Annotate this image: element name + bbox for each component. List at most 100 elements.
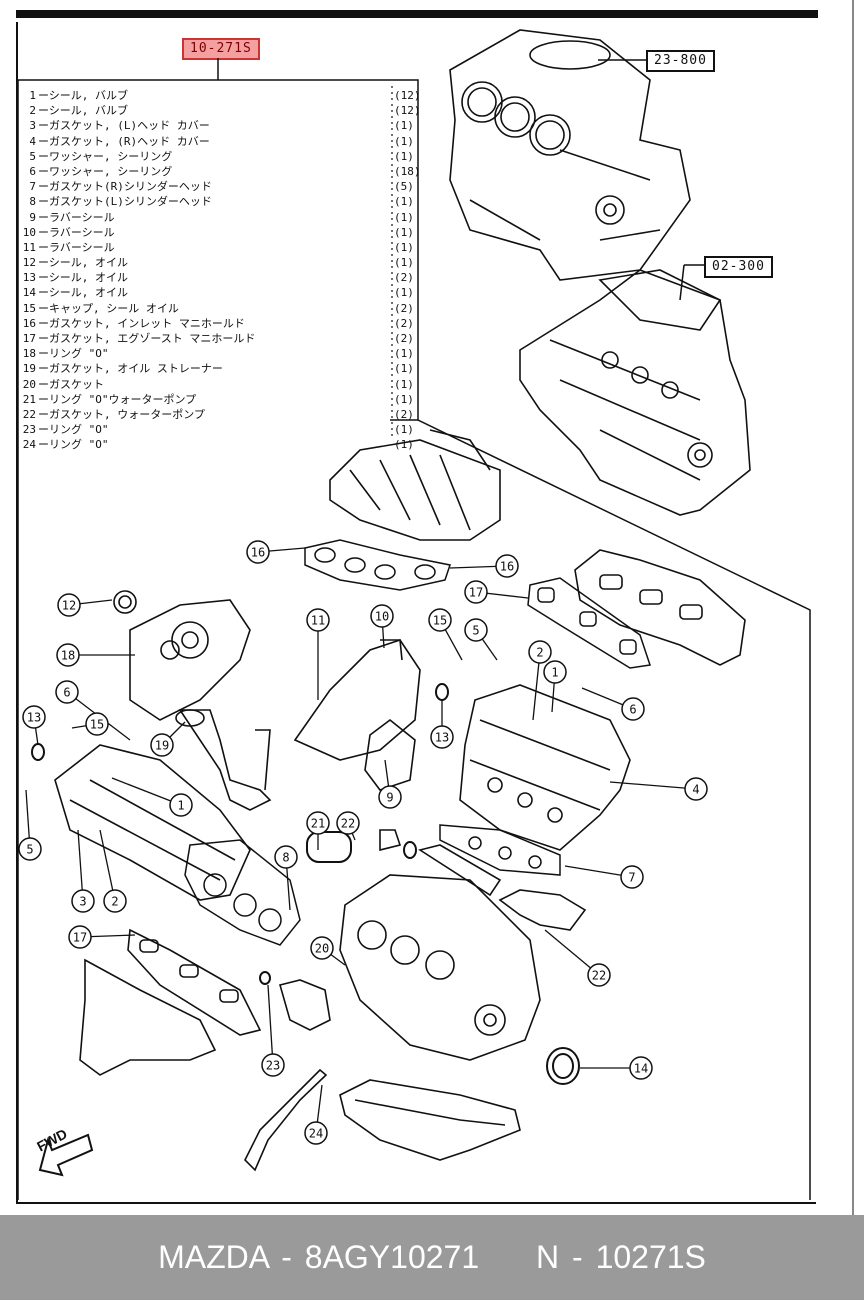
callout-circle[interactable] [629,1056,653,1080]
part-number: 15 [22,301,36,315]
intake-manifold-drawing [329,429,501,541]
part-number: 7 [29,180,36,194]
callout-circle[interactable] [85,712,109,736]
part-number: 5 [29,149,36,163]
part-name: ーキャップ, シール オイル [38,301,179,315]
callout-circle[interactable] [71,889,95,913]
part-name: ーワッシャー, シーリング [38,149,173,163]
part-number: 14 [22,286,36,300]
callout-circle[interactable] [150,733,174,757]
intake-gasket-drawing [304,539,451,591]
callout-circle[interactable] [57,593,81,617]
engine-block-ref-label[interactable]: 23-800 [646,50,715,72]
callout-number: 13 [435,731,449,745]
callout-circle[interactable] [306,608,330,632]
callout-circle[interactable] [430,725,454,749]
callout-number: 14 [634,1062,648,1076]
engine-assembly-ref-label[interactable]: 02-300 [704,256,773,278]
part-quantity: (1) [394,134,414,148]
callout-circle[interactable] [22,705,46,729]
callout-number: 12 [62,599,76,613]
part-name: ーラバーシール [38,210,115,224]
callout-circle[interactable] [103,889,127,913]
callout-circle[interactable] [336,811,360,835]
part-quantity: (1) [394,256,414,270]
callout-circle[interactable] [464,580,488,604]
callout-number: 18 [61,649,75,663]
callout-number: 15 [433,614,447,628]
front-cover-drawing [113,590,251,721]
part-number: 18 [22,347,36,361]
callout-circle[interactable] [55,680,79,704]
callout-number: 6 [629,703,636,717]
part-name: ーリング "O" [38,423,109,437]
part-quantity: (1) [394,210,414,224]
callout-number: 21 [311,817,325,831]
callout-number: 2 [111,895,118,909]
callout-circle[interactable] [620,865,644,889]
callout-number: 6 [63,686,70,700]
part-number: 21 [22,392,36,406]
engine-assembly-drawing [519,269,751,516]
callout-number: 19 [155,739,169,753]
part-quantity: (1) [394,286,414,300]
kit-boundary-line [18,79,811,1200]
callout-circle[interactable] [621,697,645,721]
part-quantity: (18) [394,164,421,178]
exhaust-manifold-r-drawing [574,549,746,666]
callout-number: 8 [282,851,289,865]
callout-circle[interactable] [169,793,193,817]
part-quantity: (1) [394,240,414,254]
callout-circle[interactable] [306,811,330,835]
callout-circle[interactable] [261,1053,285,1077]
callout-number: 2 [536,646,543,660]
callout-circle[interactable] [464,618,488,642]
part-quantity: (1) [394,392,414,406]
head-gasket-l-drawing [184,839,301,946]
callout-circle[interactable] [274,845,298,869]
callout-circle[interactable] [18,837,42,861]
callout-number: 20 [315,942,329,956]
part-number: 11 [22,240,36,254]
forward-arrow-icon [38,1133,94,1177]
callout-number: 17 [469,586,483,600]
callout-circle[interactable] [68,925,92,949]
callout-circle[interactable] [543,660,567,684]
callout-circle[interactable] [304,1121,328,1145]
callout-circle[interactable] [587,963,611,987]
oil-pan-drawing [339,1079,521,1161]
oil-strainer-drawing [175,709,272,811]
part-quantity: (2) [394,316,414,330]
callout-circle[interactable] [378,785,402,809]
callout-number: 9 [386,791,393,805]
part-name: ーリング "O" [38,347,109,361]
callout-circle[interactable] [428,608,452,632]
callout-circle[interactable] [528,640,552,664]
diagram-frame [16,22,816,1204]
callout-number: 3 [79,895,86,909]
callout-circle[interactable] [310,936,334,960]
callout-circle[interactable] [56,643,80,667]
part-quantity: (2) [394,332,414,345]
callout-circle[interactable] [370,604,394,628]
callout-number: 22 [592,969,606,983]
callout-circle[interactable] [495,554,519,578]
callout-circle[interactable] [684,777,708,801]
water-pump-drawing [244,829,587,1172]
kit-code-label[interactable]: 10-271S [182,38,260,60]
part-name: ーガスケット(L)シリンダーヘッド [38,195,212,209]
timing-cover-drawing [293,639,421,791]
callout-circle[interactable] [246,540,270,564]
brand-part-number: MAZDA - 8AGY10271 [158,1239,480,1275]
callout-leader [267,984,274,1066]
